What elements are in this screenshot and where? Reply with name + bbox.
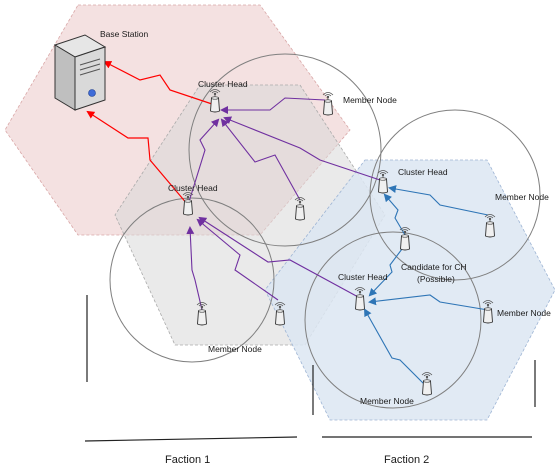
purple-link-7 (198, 216, 361, 299)
blue-link-2 (383, 193, 406, 236)
blue-link-5 (368, 244, 406, 297)
red-link-top-ch (103, 61, 216, 106)
cluster-head-label-left: Cluster Head (168, 183, 218, 193)
candidate-label-line2: (Possible) (417, 274, 455, 284)
purple-link-1 (220, 97, 326, 114)
blue-link-4 (364, 308, 426, 386)
member-node-label-right-bottom: Member Node (497, 308, 551, 318)
member-node-label-right-top: Member Node (495, 192, 549, 202)
base-station-label: Base Station (100, 29, 148, 39)
faction1-baseline (84, 436, 298, 442)
candidate-label-line1: Candidate for CH (401, 262, 467, 272)
faction2-label: Faction 2 (384, 454, 429, 466)
purple-link-6 (186, 226, 203, 311)
cluster-head-label-top: Cluster Head (198, 79, 248, 89)
faction1-label: Faction 1 (165, 454, 210, 466)
purple-link-5 (196, 218, 279, 301)
cluster-circle-right-top (369, 109, 541, 281)
purple-link-3 (223, 116, 381, 181)
member-node-label-bottom-left: Member Node (208, 344, 262, 354)
cluster-head-label-right-top: Cluster Head (398, 167, 448, 177)
cluster-circle-left (109, 197, 275, 363)
faction2-hex-region (264, 159, 556, 421)
blue-link-1 (388, 185, 489, 216)
cluster-head-label-right-bottom: Cluster Head (338, 272, 388, 282)
blue-link-3 (368, 294, 489, 311)
cluster-circle-top (188, 53, 382, 247)
member-node-label-top: Member Node (343, 95, 397, 105)
base-station-server-icon (53, 34, 107, 111)
cluster-circle-right-bottom (304, 231, 482, 409)
red-link-left-ch (86, 110, 189, 206)
purple-link-4 (187, 118, 220, 206)
member-node-label-bottom: Member Node (360, 396, 414, 406)
purple-link-2 (220, 118, 301, 201)
